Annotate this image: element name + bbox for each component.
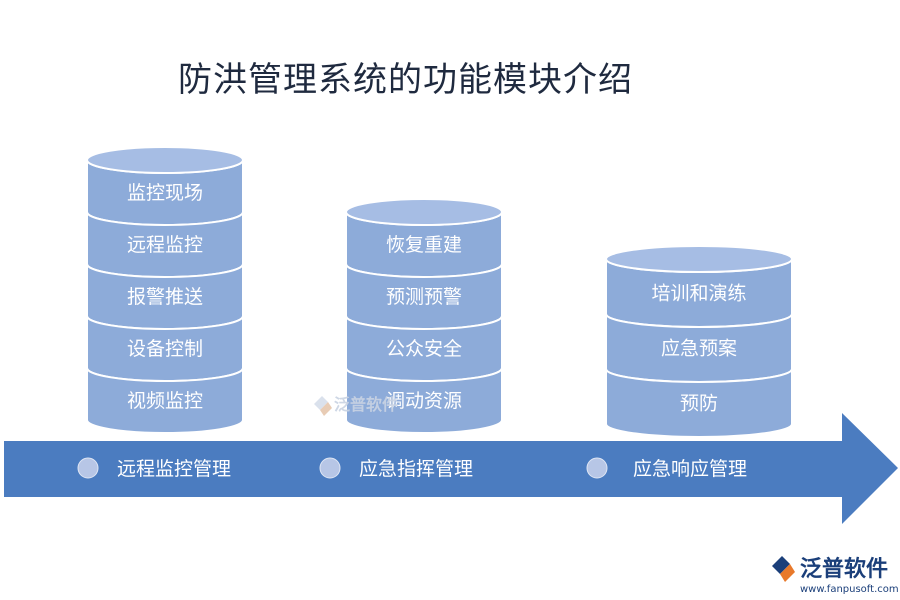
bullet-icon [319, 457, 341, 479]
module-item-label: 应急预案 [661, 338, 737, 360]
module-item-label: 恢复重建 [386, 234, 462, 256]
cylinder-segment [86, 367, 244, 434]
brand-name: 泛普软件 [800, 556, 888, 582]
watermark-text: 泛普软件 [334, 395, 398, 414]
stack-emergency-response: 培训和演练 应急预案 预防 [605, 245, 793, 438]
fanpu-logo-icon [314, 396, 332, 416]
module-item-label: 视频监控 [127, 390, 203, 412]
cylinder-segment [605, 368, 793, 438]
module-item-label: 远程监控 [127, 234, 203, 256]
timeline-arrow [4, 413, 898, 524]
stage-label-remote-monitoring: 远程监控管理 [117, 458, 231, 480]
bullet-icon [586, 457, 608, 479]
cylinder-segment [345, 367, 503, 434]
cylinder-top [86, 146, 244, 174]
stage-label-emergency-response: 应急响应管理 [633, 458, 747, 480]
brand-logo: 泛普软件 www.fanpusoft.com [772, 556, 899, 595]
module-item-label: 调动资源 [386, 390, 462, 412]
module-item-label: 预防 [680, 393, 718, 415]
module-item-label: 预测预警 [386, 286, 462, 308]
cylinder-top [605, 245, 793, 273]
module-item-label: 设备控制 [127, 338, 203, 360]
stage-label-emergency-command: 应急指挥管理 [359, 458, 473, 480]
module-item-label: 监控现场 [127, 182, 203, 204]
watermark: 泛普软件 [314, 395, 398, 416]
brand-url: www.fanpusoft.com [800, 584, 899, 595]
module-item-label: 报警推送 [127, 286, 203, 308]
module-item-label: 培训和演练 [651, 283, 746, 305]
cylinder-top [345, 198, 503, 226]
bullet-icon [77, 457, 99, 479]
stack-emergency-command: 恢复重建 预测预警 公众安全 调动资源 [345, 198, 503, 434]
page-title: 防洪管理系统的功能模块介绍 [178, 60, 633, 100]
fanpu-logo-icon [772, 556, 795, 582]
stack-remote-monitoring: 监控现场 远程监控 报警推送 设备控制 视频监控 [86, 146, 244, 434]
module-item-label: 公众安全 [386, 338, 462, 360]
